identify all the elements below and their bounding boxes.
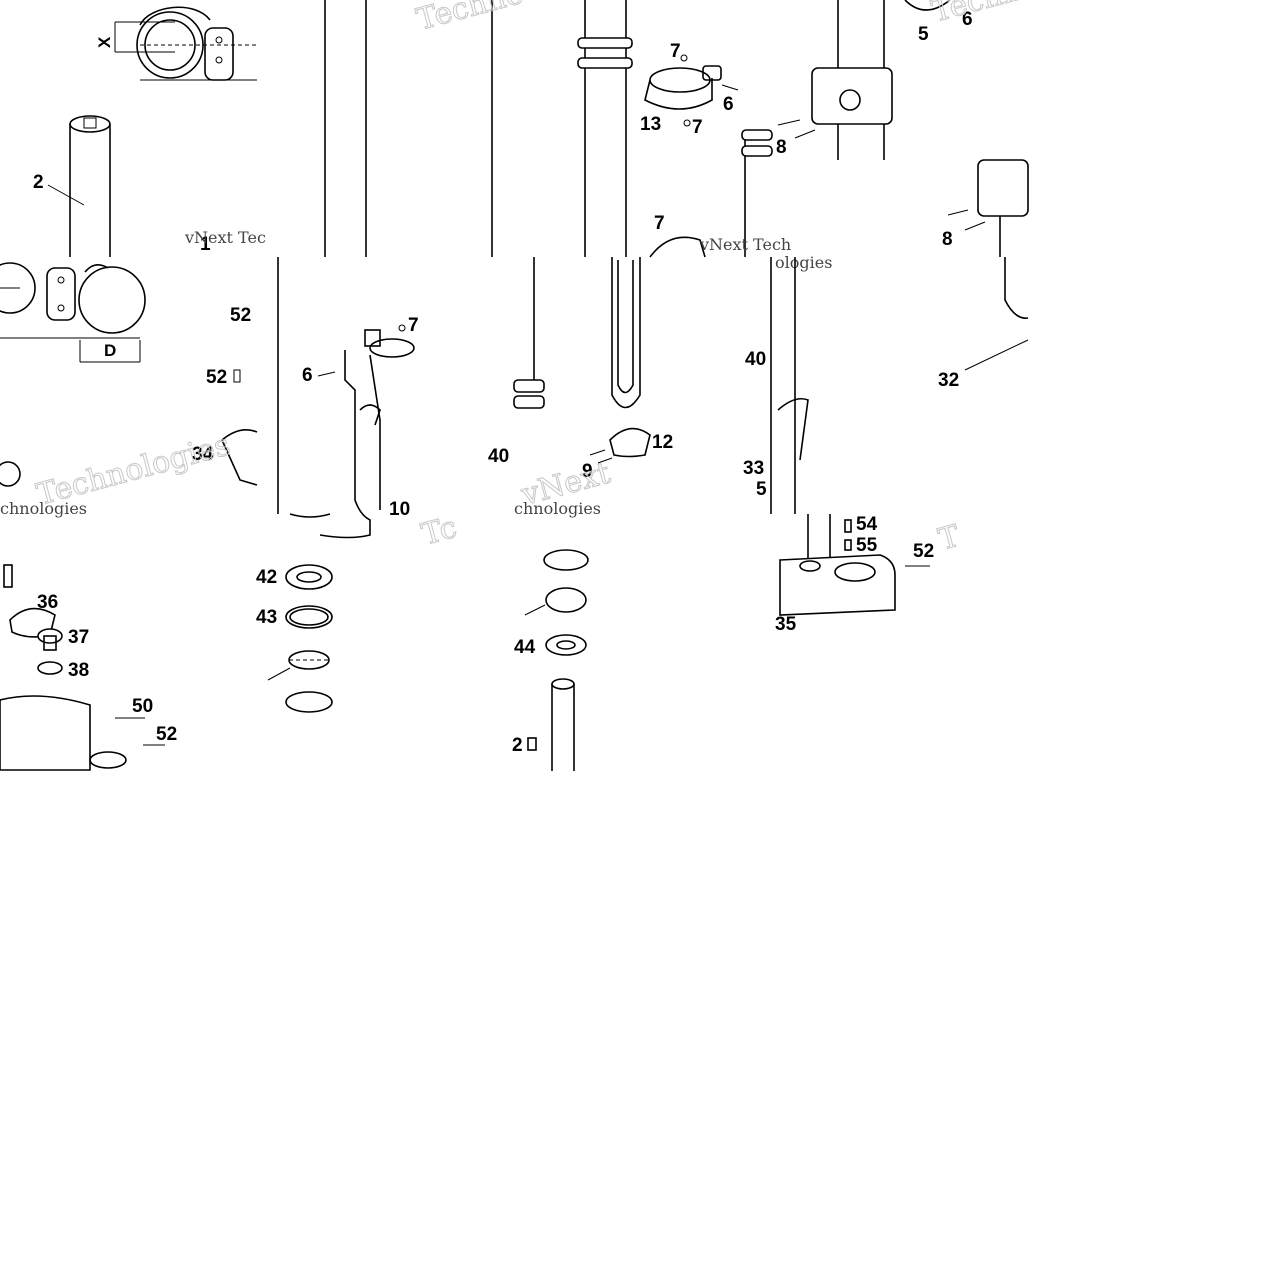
- dimension-x-label: X: [95, 36, 114, 48]
- callout-10: 10: [389, 499, 410, 520]
- callout-52: 52: [206, 367, 227, 388]
- watermark-text: chnologies: [514, 499, 601, 518]
- callout-37: 37: [68, 627, 89, 648]
- callout-40: 40: [745, 349, 766, 370]
- tile-damper-clamp-12: 12 9 40 40 chnologies vNext: [488, 257, 772, 518]
- callout-34: 34: [192, 444, 214, 465]
- tile-upper-clamp: 5 6 8 8 Technolo ologies: [775, 0, 1070, 272]
- callout-2: 2: [33, 172, 44, 193]
- callout-7: 7: [670, 41, 681, 62]
- callout-52: 52: [156, 724, 177, 745]
- callout-7: 7: [654, 213, 665, 234]
- callout-6: 6: [302, 365, 313, 386]
- tile-fork-leg-10: 7 6 10: [277, 257, 419, 539]
- tile-long-tubes: Techno: [324, 0, 528, 257]
- tile-steering-stem-44: 44 2: [512, 549, 589, 771]
- callout-52: 52: [230, 305, 251, 326]
- callout-50: 50: [132, 696, 153, 717]
- tile-lower-clamp-32: 33 5 32: [743, 257, 1029, 514]
- tile-bearing-42-43: 42 43 Tc: [256, 509, 461, 713]
- callout-1: 1: [200, 234, 211, 255]
- callout-52: 52: [913, 541, 934, 562]
- callout-9: 9: [582, 461, 593, 482]
- callout-36: 36: [37, 592, 58, 613]
- callout-54: 54: [856, 514, 878, 535]
- tile-fork-clamp-13: 7 13 7 6 7 vNext Tech: [577, 0, 791, 258]
- watermark-text: vNext Tech: [699, 235, 791, 254]
- callout-2: 2: [512, 735, 523, 756]
- callout-38: 38: [68, 660, 89, 681]
- callout-5x: 5: [756, 479, 767, 500]
- callout-8: 8: [942, 229, 953, 250]
- tile-top-clamp-36: 36 37 38 50 52: [0, 564, 177, 771]
- callout-42: 42: [256, 567, 277, 588]
- callout-13: 13: [640, 114, 661, 135]
- callout-6: 6: [723, 94, 734, 115]
- watermark-text: chnologies: [0, 499, 87, 518]
- tile-clamp-top-view: X 2 1 vNext Tec: [33, 6, 266, 257]
- callout-35: 35: [775, 614, 797, 635]
- watermark-text: vNext Tec: [184, 228, 266, 247]
- watermark-text: ologies: [775, 253, 832, 272]
- tile-triple-clamp-bottom: D 52 52 34 chnologies Technologies: [0, 262, 258, 518]
- callout-40: 40: [488, 446, 509, 467]
- callout-8: 8: [776, 137, 787, 158]
- watermark-text: T: [935, 519, 963, 558]
- callout-5: 5: [918, 24, 929, 45]
- watermark-text: Technologies: [33, 428, 234, 513]
- callout-44: 44: [514, 637, 536, 658]
- callout-33: 33: [743, 458, 764, 479]
- watermark-text: Techno: [413, 0, 527, 38]
- tile-lower-triple-35: 54 55 52 35 T: [775, 514, 964, 635]
- callout-55: 55: [856, 535, 878, 556]
- callout-43: 43: [256, 607, 277, 628]
- watermark-text: Technolo: [928, 0, 1069, 30]
- callout-7: 7: [408, 315, 419, 336]
- dimension-d-label: D: [104, 341, 116, 360]
- watermark-text: Tc: [418, 510, 460, 553]
- callout-32: 32: [938, 370, 959, 391]
- callout-6: 6: [962, 9, 973, 30]
- callout-7: 7: [692, 117, 703, 138]
- callout-12: 12: [652, 432, 673, 453]
